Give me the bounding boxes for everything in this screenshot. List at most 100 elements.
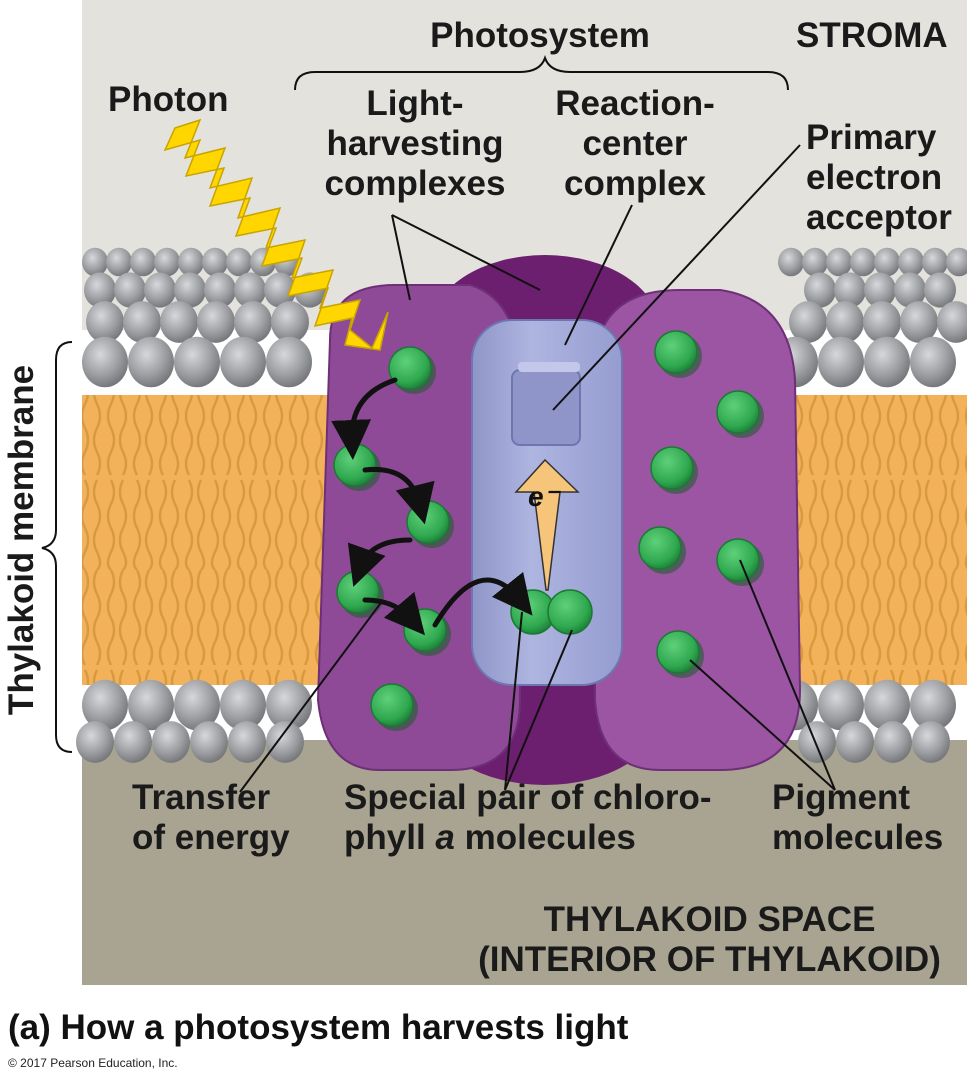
lipid-head bbox=[818, 336, 864, 388]
lipid-head bbox=[826, 301, 864, 343]
lipid-head bbox=[220, 679, 266, 731]
lipid-head bbox=[266, 336, 312, 388]
lipid-head bbox=[190, 721, 228, 763]
lipid-head bbox=[946, 247, 967, 277]
chlorophyll-molecule bbox=[654, 330, 698, 374]
lipid-head bbox=[834, 272, 866, 308]
copyright-notice: © 2017 Pearson Education, Inc. bbox=[8, 1056, 178, 1070]
lipid-head bbox=[912, 721, 950, 763]
reaction-center-line-1: Reaction- bbox=[555, 84, 715, 123]
lipid-head bbox=[271, 301, 309, 343]
lipid-head bbox=[836, 721, 874, 763]
special-pair-line-2: phyll a molecules bbox=[344, 818, 636, 857]
pigment-line-1: Pigment bbox=[772, 778, 911, 817]
lipid-head bbox=[86, 301, 124, 343]
figure-caption: (a) How a photosystem harvests light bbox=[8, 1008, 629, 1047]
lipid-head bbox=[144, 272, 176, 308]
lipid-head bbox=[266, 679, 312, 731]
chlorophyll-molecule bbox=[388, 346, 432, 390]
lipid-head bbox=[864, 272, 896, 308]
lipid-head bbox=[123, 301, 161, 343]
lipid-head bbox=[922, 247, 948, 277]
membrane-brace bbox=[41, 341, 73, 753]
lipid-head bbox=[228, 721, 266, 763]
lipid-head bbox=[266, 721, 304, 763]
lipid-head bbox=[910, 679, 956, 731]
lipid-head bbox=[864, 336, 910, 388]
chlorophyll-molecule bbox=[650, 446, 694, 490]
stroma-label: STROMA bbox=[796, 16, 948, 55]
lipid-head bbox=[76, 721, 114, 763]
energy-transfer-arrows bbox=[331, 377, 533, 636]
transfer-energy-line-2: of energy bbox=[132, 818, 290, 857]
light-harvesting-line-1: Light- bbox=[366, 84, 464, 123]
special-pair-line-1: Special pair of chloro- bbox=[344, 778, 712, 817]
lipid-head bbox=[114, 272, 146, 308]
lipid-head bbox=[174, 272, 206, 308]
chlorophyll-molecule bbox=[638, 526, 682, 570]
lipid-head bbox=[818, 679, 864, 731]
pigment-molecules-label: Pigment molecules bbox=[772, 778, 943, 858]
lipid-head bbox=[234, 301, 272, 343]
lipid-head bbox=[900, 301, 938, 343]
lipid-head bbox=[778, 247, 804, 277]
lipid-head bbox=[154, 247, 180, 277]
lipid-head bbox=[174, 336, 220, 388]
thylakoid-space-line-2: (INTERIOR OF THYLAKOID) bbox=[478, 940, 941, 979]
chlorophyll-molecule bbox=[406, 500, 450, 544]
chlorophyll-molecule bbox=[333, 443, 377, 487]
lipid-head bbox=[789, 301, 827, 343]
lipid-head bbox=[220, 336, 266, 388]
lipid-head bbox=[202, 247, 228, 277]
lipid-head bbox=[894, 272, 926, 308]
lipid-head bbox=[802, 247, 828, 277]
thylakoid-membrane-label: Thylakoid membrane bbox=[2, 364, 41, 716]
thylakoid-space-label: THYLAKOID SPACE (INTERIOR OF THYLAKOID) bbox=[462, 900, 957, 980]
electron-label: e⁻ bbox=[528, 481, 559, 512]
lipid-head bbox=[924, 272, 956, 308]
lipid-head bbox=[152, 721, 190, 763]
lipid-head bbox=[874, 721, 912, 763]
primary-acceptor-label: Primary electron acceptor bbox=[806, 118, 952, 238]
primary-acceptor-line-1: Primary bbox=[806, 118, 937, 157]
lipid-head bbox=[174, 679, 220, 731]
chlorophyll-molecule bbox=[716, 390, 760, 434]
lipid-head bbox=[804, 272, 836, 308]
lipid-head bbox=[197, 301, 235, 343]
reaction-center-label: Reaction- center complex bbox=[535, 84, 735, 204]
lipid-head bbox=[128, 336, 174, 388]
reaction-center-line-2: center bbox=[582, 124, 688, 163]
photosystem-label: Photosystem bbox=[430, 16, 650, 55]
photon-label: Photon bbox=[108, 80, 229, 119]
chlorophyll-molecule bbox=[336, 570, 380, 614]
lipid-head bbox=[937, 301, 967, 343]
lipid-head bbox=[82, 247, 108, 277]
primary-acceptor-line-2: electron bbox=[806, 158, 943, 197]
lipid-head bbox=[106, 247, 132, 277]
chlorophyll-molecule bbox=[370, 683, 414, 727]
lipid-head bbox=[826, 247, 852, 277]
lipid-head bbox=[864, 679, 910, 731]
lower-lipid-heads bbox=[76, 679, 956, 763]
primary-electron-acceptor bbox=[511, 369, 581, 446]
lipid-head bbox=[82, 679, 128, 731]
lipid-head bbox=[204, 272, 236, 308]
light-harvesting-line-3: complexes bbox=[324, 164, 506, 203]
reaction-center-line-3: complex bbox=[564, 164, 706, 203]
lipid-head bbox=[130, 247, 156, 277]
chlorophyll-molecule bbox=[716, 538, 760, 582]
chlorophyll-molecule bbox=[656, 630, 700, 674]
lipid-head bbox=[160, 301, 198, 343]
lipid-head bbox=[226, 247, 252, 277]
acceptor-highlight bbox=[518, 362, 580, 372]
light-harvesting-label: Light- harvesting complexes bbox=[315, 84, 515, 204]
special-pair-label: Special pair of chloro- phyll a molecule… bbox=[344, 778, 712, 858]
lipid-head bbox=[850, 247, 876, 277]
thylakoid-space-line-1: THYLAKOID SPACE bbox=[543, 900, 876, 939]
photosystem-brace bbox=[294, 55, 789, 91]
lipid-head bbox=[863, 301, 901, 343]
lipid-head bbox=[874, 247, 900, 277]
lipid-head bbox=[234, 272, 266, 308]
photon-zigzag bbox=[163, 118, 389, 351]
